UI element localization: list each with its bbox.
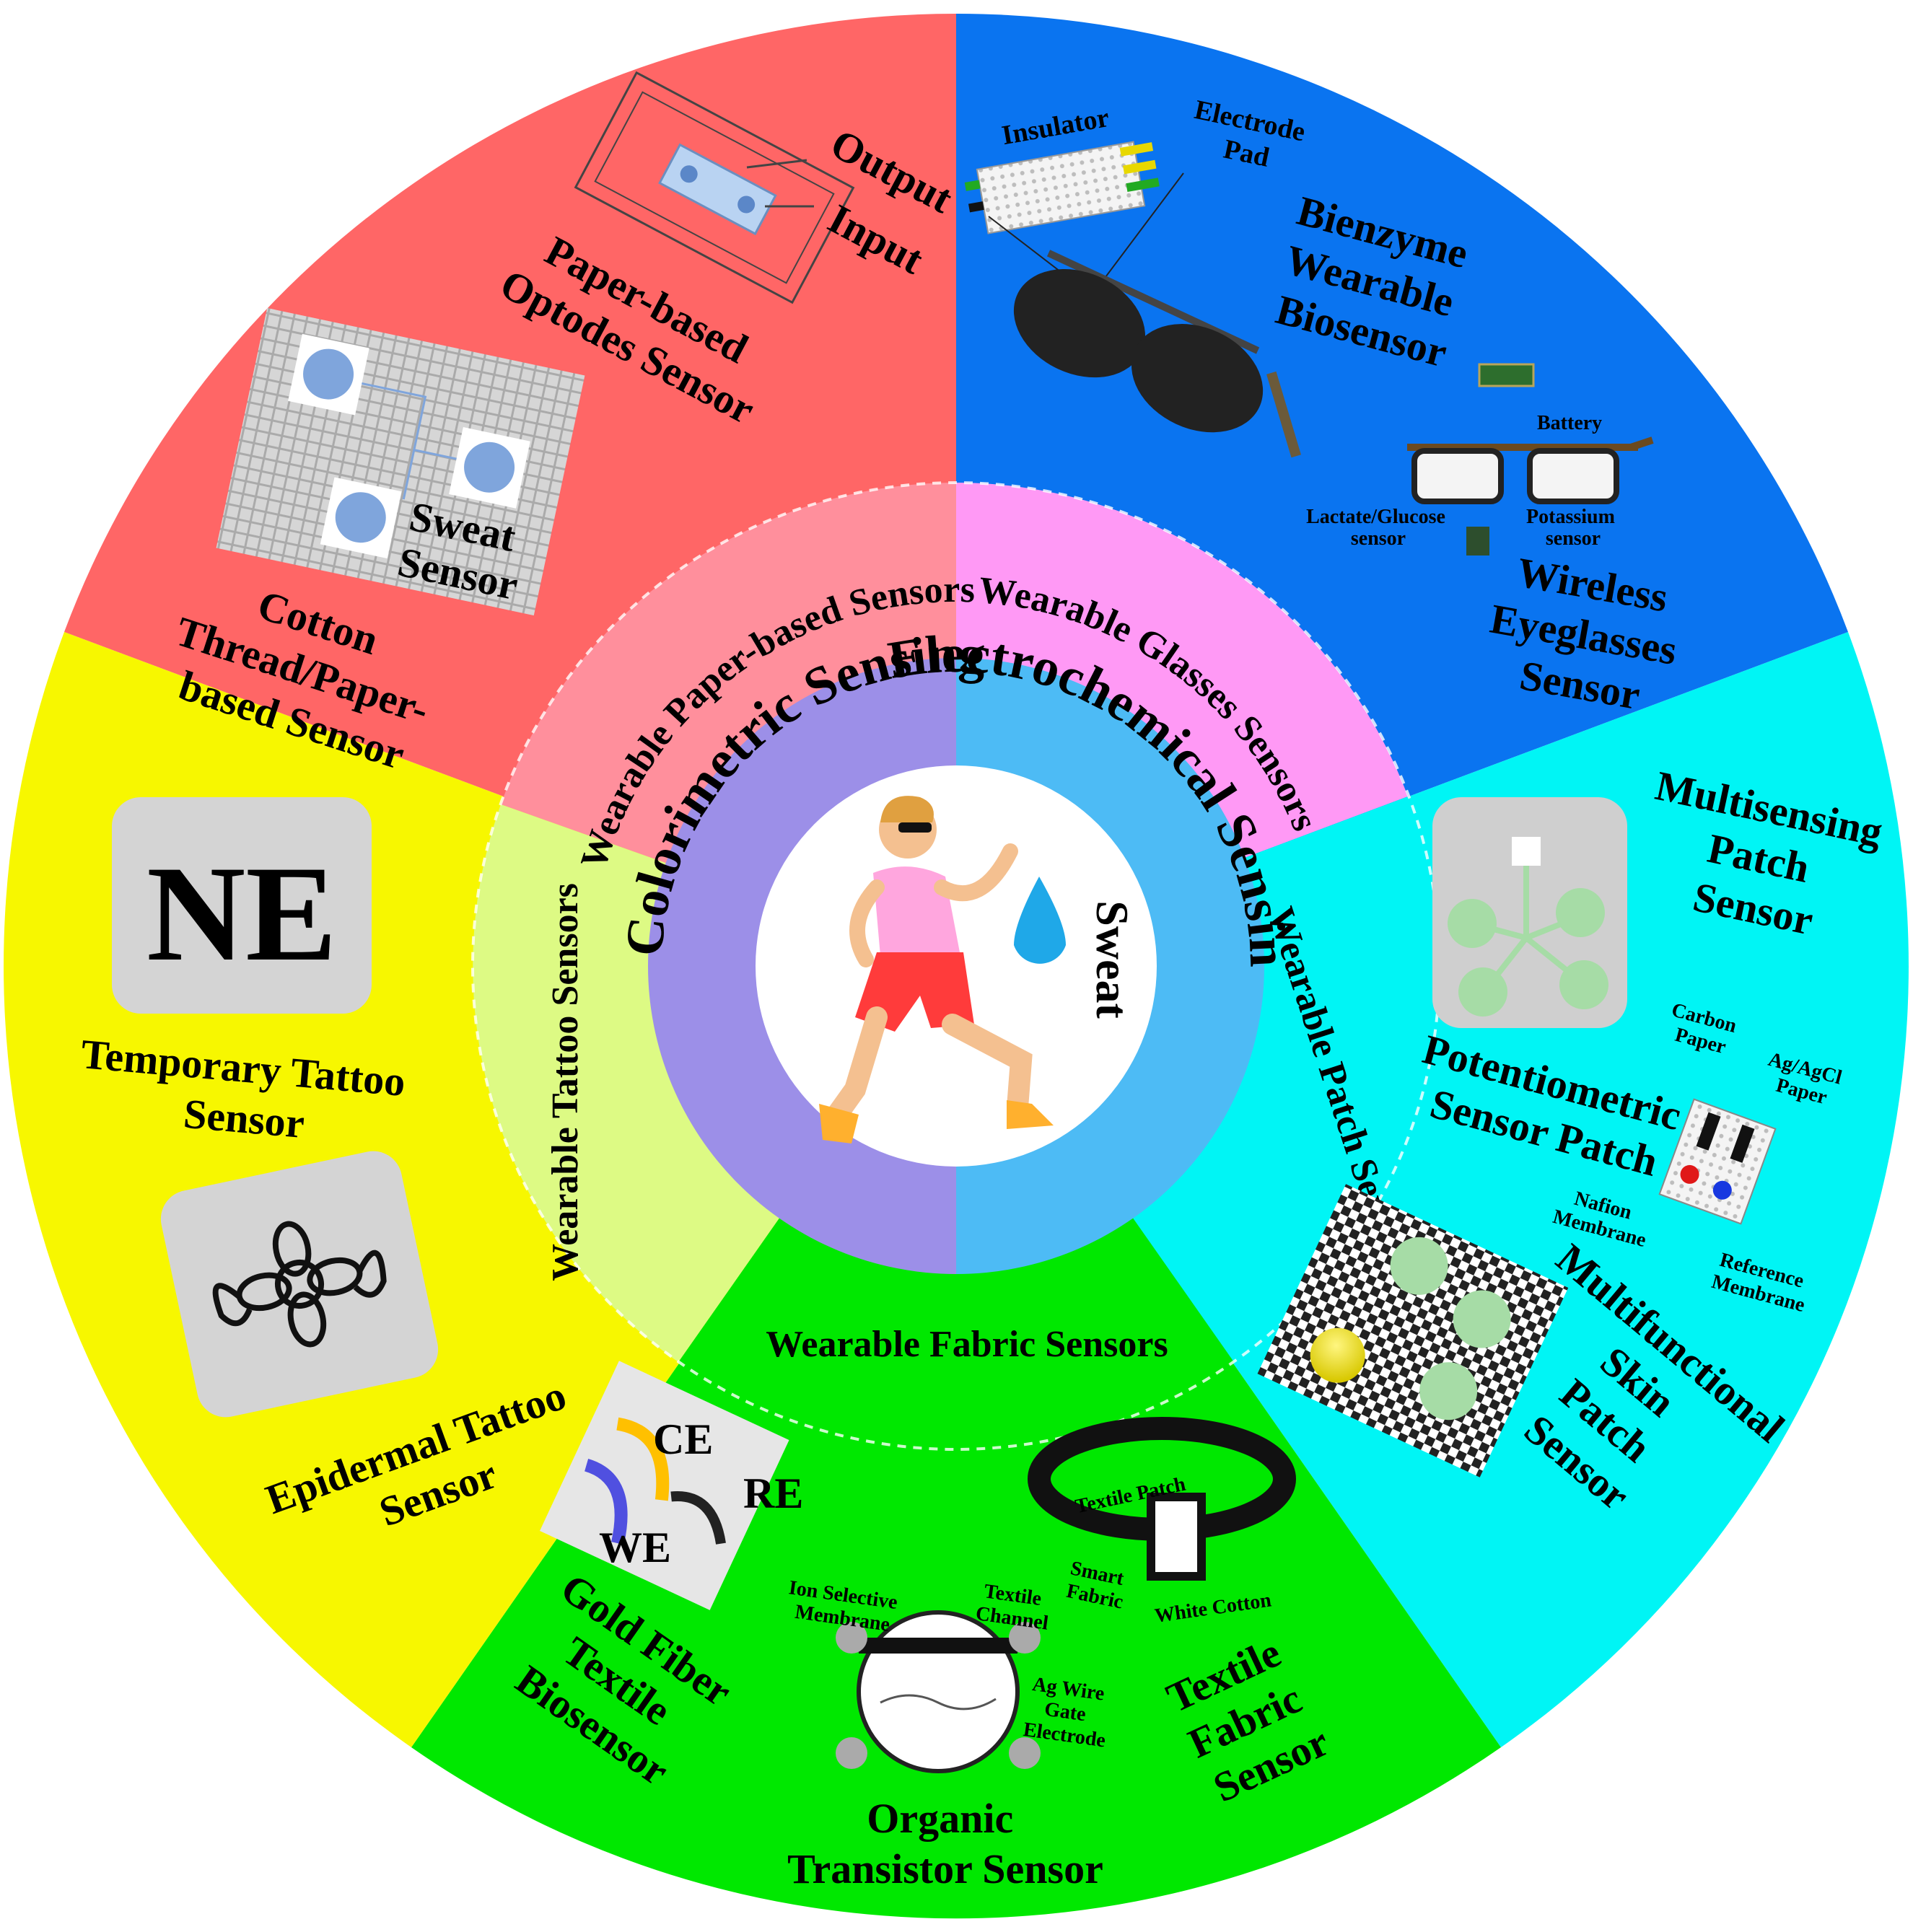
runner-arm-right [934, 843, 1018, 902]
runner-shoe-right [1007, 1100, 1054, 1129]
multifunctional-skin-patch-illustration [1257, 1184, 1569, 1477]
textile-wristband-illustration [1028, 1417, 1296, 1581]
ne-tattoo-illustration: NE [112, 797, 372, 1014]
runner-hair [880, 796, 934, 822]
ce-annotation: CE [653, 1415, 713, 1463]
ne-logo-text: NE [146, 838, 337, 990]
ring-label-tattoo: Wearable Tattoo Sensors [545, 883, 586, 1281]
paper-optode-illustration [574, 71, 855, 304]
runner-leg-right [942, 1014, 1033, 1118]
sunglasses-illustration [1013, 250, 1301, 458]
organic-transistor-sensor-label: Organic Transistor Sensor [787, 1795, 1103, 1892]
we-annotation: WE [599, 1524, 671, 1571]
runner-arm-left [849, 879, 885, 967]
potassium-annotation: Potassium sensor [1526, 506, 1620, 550]
cotton-thread-illustration [216, 307, 585, 616]
flower-tattoo-icon [212, 1221, 387, 1348]
sweat-drop-icon [1014, 877, 1066, 964]
potentiometric-patch-illustration [1658, 1098, 1777, 1225]
ring-label-fabric: Wearable Fabric Sensors [766, 1324, 1168, 1365]
eyeglasses-illustration [1407, 436, 1654, 504]
runner-shoe-left [819, 1104, 859, 1143]
runner-leg-left [826, 1006, 888, 1125]
re-annotation: RE [743, 1470, 803, 1517]
battery-annotation: Battery [1537, 412, 1602, 434]
multisensing-patch-illustration [1432, 797, 1627, 1028]
runner-illustration [819, 796, 1054, 1143]
battery-chip-icon [1478, 363, 1535, 387]
sweat-label: Sweat [1087, 900, 1138, 1019]
eyeglasses-chip-icon [1466, 527, 1489, 556]
gold-fiber-illustration [540, 1361, 789, 1610]
epidermal-tattoo-illustration [160, 1151, 439, 1418]
organic-transistor-illustration [836, 1610, 1041, 1773]
lactate-glucose-annotation: Lactate/Glucose sensor [1306, 506, 1450, 550]
electrode-strip-illustration [964, 141, 1160, 234]
sweat-sensor-annotation: Sweat Sensor [394, 492, 532, 609]
runner-sunglasses [898, 822, 932, 833]
